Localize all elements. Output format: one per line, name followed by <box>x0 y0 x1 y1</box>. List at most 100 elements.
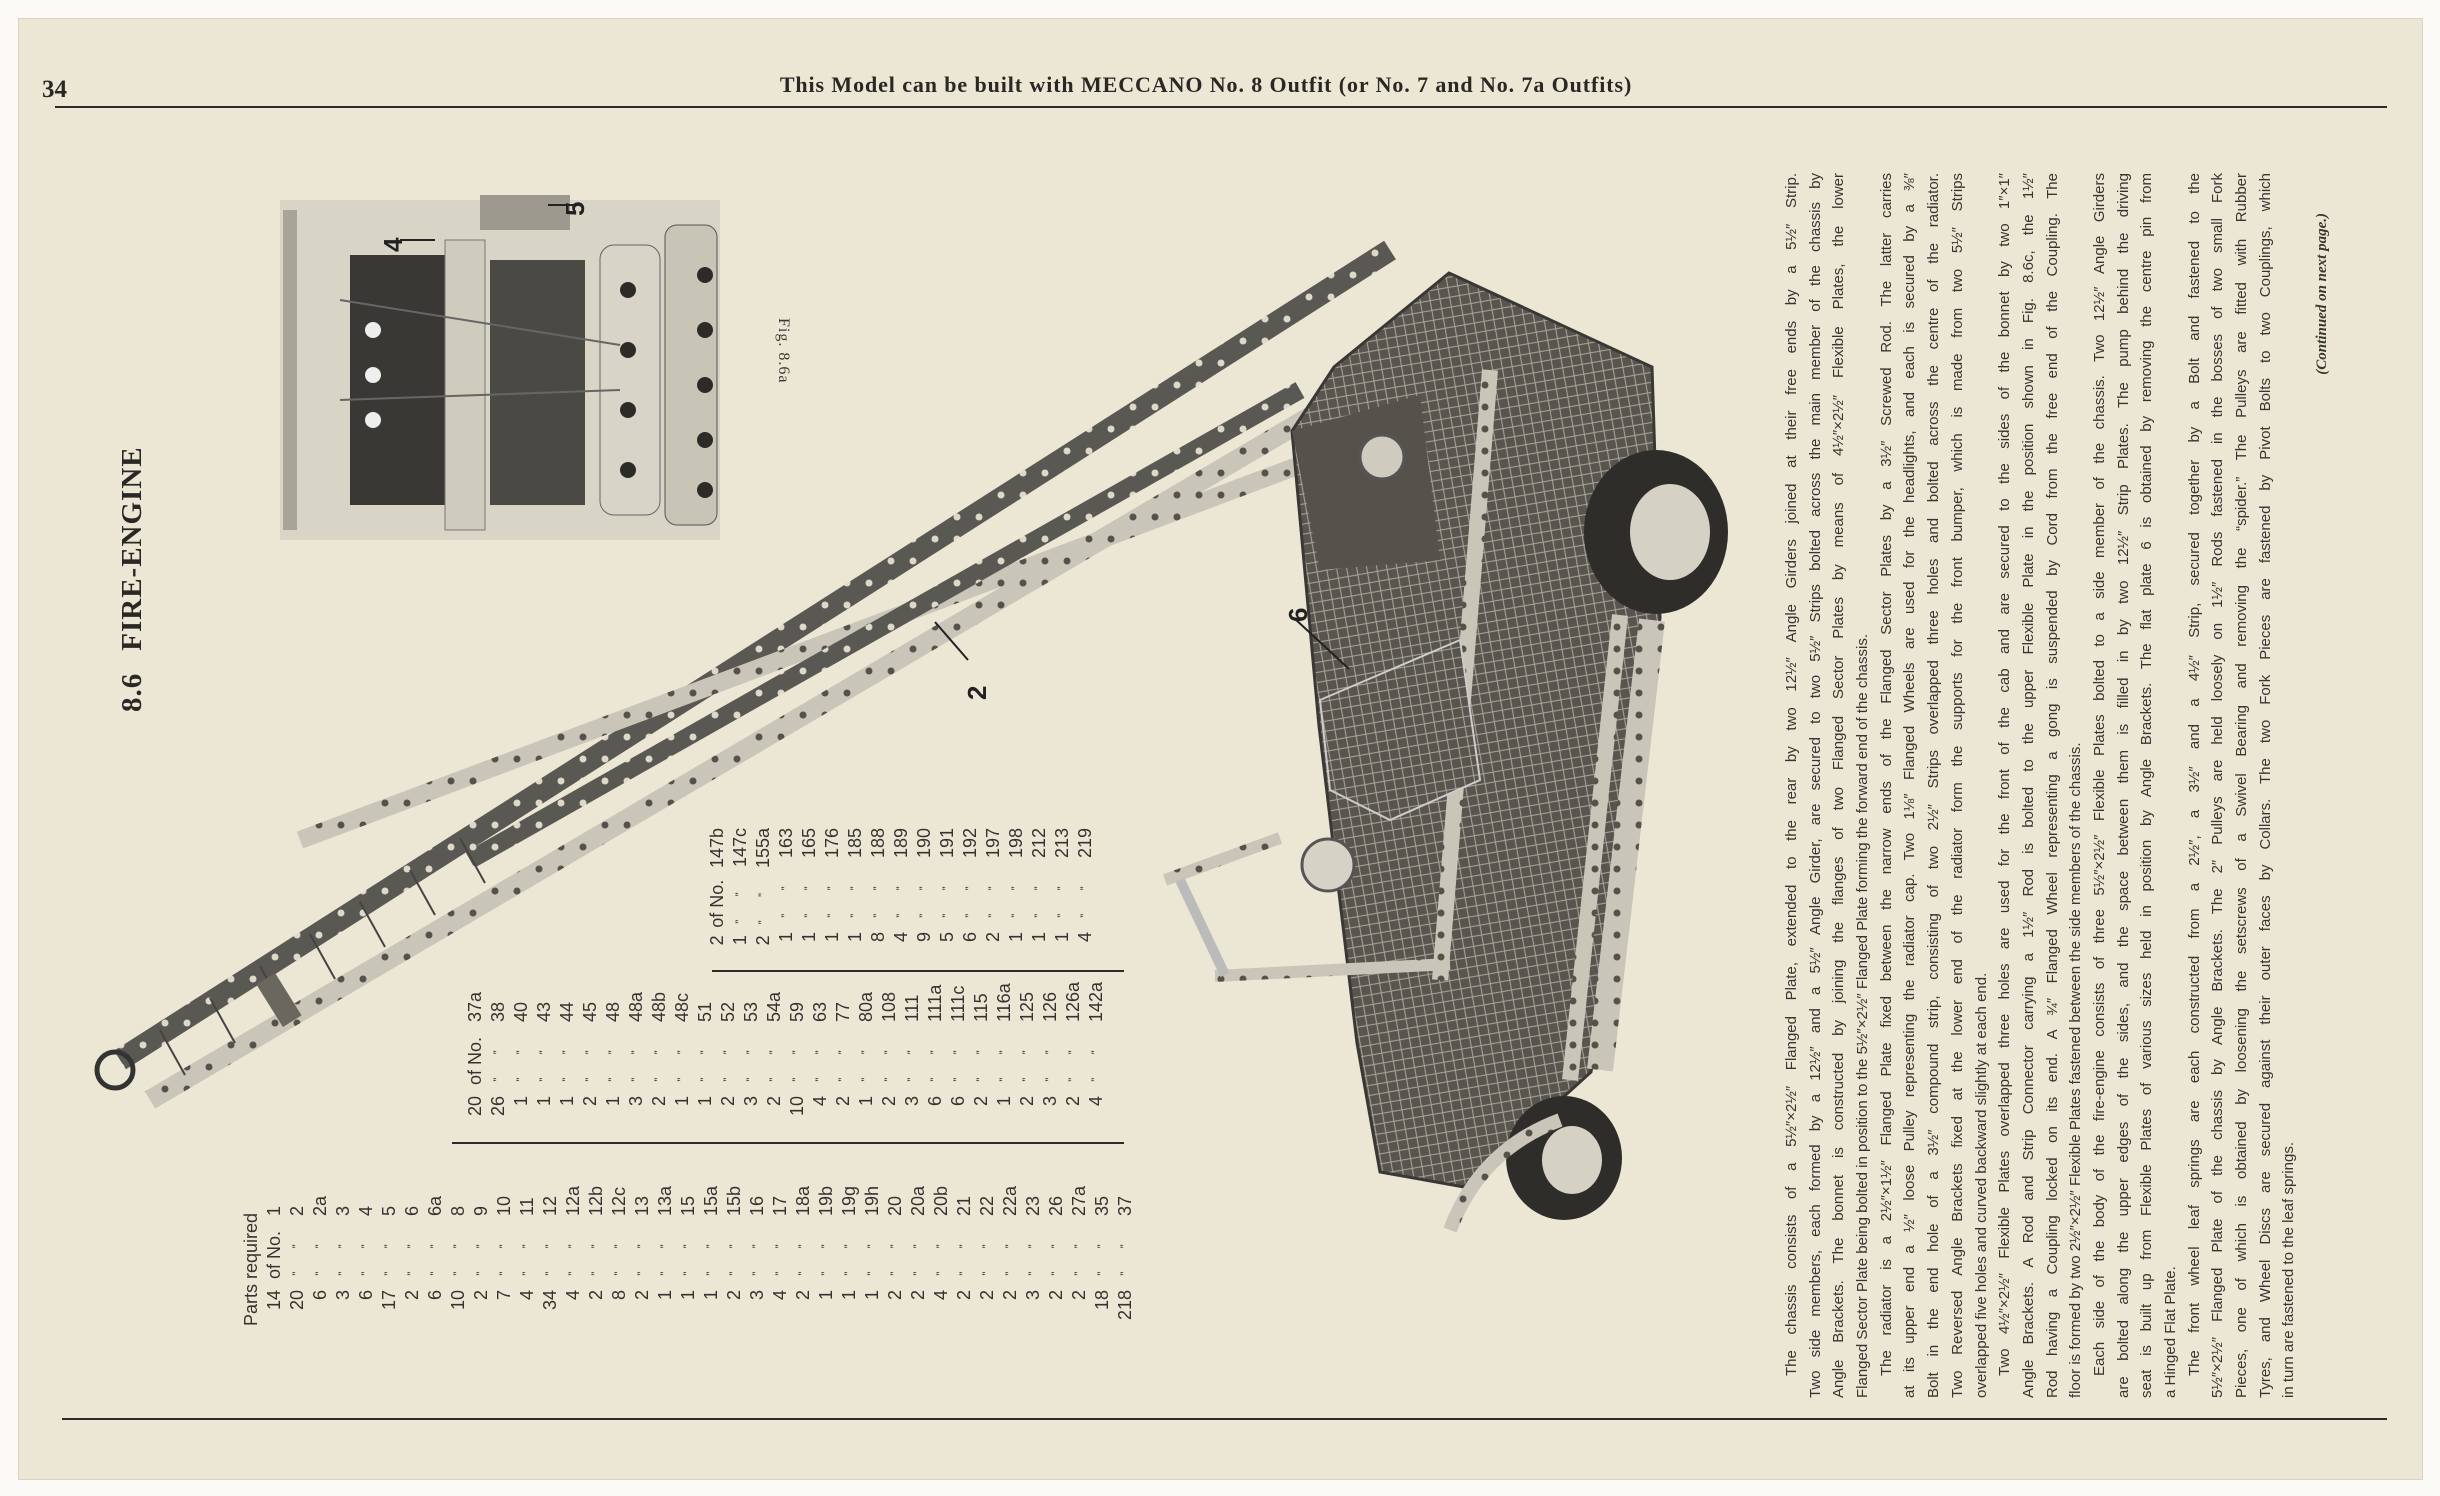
ditto-mark: ” ” <box>451 1234 465 1276</box>
ditto-mark: ” ” <box>790 1040 804 1082</box>
part-number: 37 <box>1115 1195 1135 1216</box>
part-quantity: 2 <box>908 1290 928 1301</box>
part-number: 15a <box>701 1185 721 1216</box>
text-line: 5½″×2½″ Flanged Plate of the chassis by … <box>2209 173 2227 1398</box>
ditto-mark: ” ” <box>1072 1234 1086 1276</box>
part-quantity: 4 <box>810 1096 830 1107</box>
ditto-mark: ” ” <box>836 1040 850 1082</box>
text-line: Angle Brackets. The bonnet is constructe… <box>1830 173 1848 1398</box>
part-number: 19b <box>816 1185 836 1216</box>
parts-row: 2” ”20a <box>907 1148 930 1326</box>
part-number: 35 <box>1092 1195 1112 1216</box>
ditto-mark: ” ” <box>704 1234 718 1276</box>
parts-row: 1” ”44 <box>556 982 579 1132</box>
part-quantity: 18 <box>1092 1290 1112 1311</box>
part-quantity: 1 <box>1006 932 1026 943</box>
parts-row: 2” ”13 <box>631 1148 654 1326</box>
part-number: 197 <box>983 828 1003 859</box>
parts-row: 2” ”77 <box>832 982 855 1132</box>
parts-row: 4” ”11 <box>516 1148 539 1326</box>
part-number: 20a <box>908 1185 928 1216</box>
instruction-paragraph: The radiator is a 2½″×1½″ Flanged Plate … <box>1875 173 1993 1398</box>
ditto-mark: ” ” <box>963 876 977 918</box>
part-quantity: 2 <box>402 1290 422 1301</box>
callout-2: 2 <box>962 685 992 700</box>
part-quantity: 1 <box>776 932 796 943</box>
parts-row: 3” ”111 <box>901 982 924 1132</box>
ditto-mark: ” ” <box>756 883 770 925</box>
parts-row: 2” ”54a <box>763 982 786 1132</box>
ditto-mark: ” ” <box>658 1234 672 1276</box>
part-quantity: 2 <box>1046 1290 1066 1301</box>
ditto-mark: ” ” <box>1032 876 1046 918</box>
part-quantity: 4 <box>931 1290 951 1301</box>
ditto-mark: ” ” <box>698 1040 712 1082</box>
parts-row: 6” ”2a <box>309 1148 332 1326</box>
part-quantity: 6 <box>310 1290 330 1301</box>
part-quantity: 1 <box>994 1096 1014 1107</box>
part-number: 16 <box>747 1195 767 1216</box>
parts-row: 18” ”35 <box>1091 1148 1114 1326</box>
part-quantity: 1 <box>862 1290 882 1301</box>
parts-row: 3” ”3 <box>332 1148 355 1326</box>
parts-row: 2” ”15b <box>723 1148 746 1326</box>
ditto-mark: ” ” <box>842 1234 856 1276</box>
part-number: 37a <box>465 991 485 1022</box>
of-no-label: of No. <box>465 1036 485 1086</box>
instructions-text: The chassis consists of a 5½″×2½″ Flange… <box>1780 173 2337 1398</box>
ditto-mark: ” ” <box>750 1234 764 1276</box>
text-line: Two side members, each formed by a 12½″ … <box>1806 173 1824 1398</box>
text-line: Two 4½″×2½″ Flexible Plates overlapped t… <box>1996 173 2014 1376</box>
ditto-mark: ” ” <box>767 1040 781 1082</box>
parts-row: 4” ”142a <box>1085 982 1108 1132</box>
part-number: 125 <box>1017 991 1037 1022</box>
part-number: 111 <box>902 994 922 1022</box>
ditto-mark: ” ” <box>1049 1234 1063 1276</box>
ditto-mark: ” ” <box>566 1234 580 1276</box>
header-title-text: This Model can be built with MECCANO No.… <box>779 72 1633 97</box>
part-number: 22 <box>977 1195 997 1216</box>
ditto-mark: ” ” <box>1009 876 1023 918</box>
text-line: floor is formed by two 2½″×2½″ Flexible … <box>2067 742 2085 1398</box>
part-quantity: 1 <box>534 1096 554 1107</box>
parts-row: 1” ”40 <box>510 982 533 1132</box>
parts-row: 3” ”16 <box>746 1148 769 1326</box>
part-quantity: 2 <box>724 1290 744 1301</box>
parts-row: 2” ”22 <box>976 1148 999 1326</box>
parts-row: 1” ”198 <box>1005 828 1028 968</box>
part-quantity: 2 <box>580 1096 600 1107</box>
part-quantity: 2 <box>632 1290 652 1301</box>
parts-row: 4” ”17 <box>769 1148 792 1326</box>
part-quantity: 2 <box>879 1096 899 1107</box>
part-quantity: 4 <box>891 932 911 943</box>
parts-row: 5” ”191 <box>936 828 959 968</box>
hook-ring <box>94 1049 136 1091</box>
part-quantity: 9 <box>914 932 934 943</box>
part-number: 13 <box>632 1195 652 1216</box>
ditto-mark: ” ” <box>560 1040 574 1082</box>
part-quantity: 2 <box>833 1096 853 1107</box>
part-quantity: 2 <box>707 935 727 946</box>
callout-5: 5 <box>560 201 590 216</box>
text-line: The front wheel leaf springs are each co… <box>2185 173 2203 1376</box>
part-quantity: 8 <box>609 1290 629 1301</box>
part-number: 163 <box>776 828 796 859</box>
ditto-mark: ” ” <box>612 1234 626 1276</box>
inset-figure-8-6a <box>280 195 720 540</box>
ditto-mark: ” ” <box>859 1040 873 1082</box>
parts-row: 1” ”147c <box>729 828 752 968</box>
ditto-mark: ” ” <box>675 1040 689 1082</box>
text-line: at its upper end a ½″ loose Pulley repre… <box>1901 173 1919 1398</box>
part-quantity: 1 <box>1029 932 1049 943</box>
text-line: Angle Brackets. A Rod and Strip Connecto… <box>2019 173 2037 1398</box>
part-number: 165 <box>799 828 819 859</box>
ditto-mark: ” ” <box>744 1040 758 1082</box>
ditto-mark: ” ” <box>1078 876 1092 918</box>
parts-row: 1” ”15a <box>700 1148 723 1326</box>
part-quantity: 3 <box>1040 1096 1060 1107</box>
parts-row: 2” ”18a <box>792 1148 815 1326</box>
parts-row: 4” ”219 <box>1074 828 1097 968</box>
parts-row: 2” ”27a <box>1068 1148 1091 1326</box>
